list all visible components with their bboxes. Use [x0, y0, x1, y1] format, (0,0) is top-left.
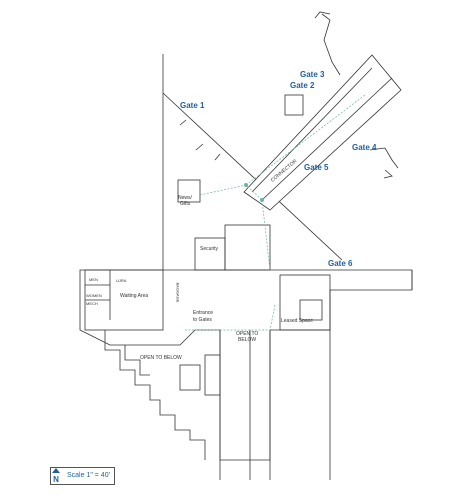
gate-6-label: Gate 6	[328, 259, 353, 268]
open-below-label-2: OPEN TO BELOW	[140, 355, 182, 361]
gate-5-label: Gate 5	[304, 163, 329, 172]
gate-1-label: Gate 1	[180, 101, 205, 110]
scale-text: Scale 1" = 40'	[67, 472, 110, 479]
gate-4-label: Gate 4	[352, 143, 377, 152]
entrance-label-line1: Entrance	[193, 310, 214, 316]
men-label: MEN	[89, 277, 98, 282]
north-arrow-icon: N	[52, 468, 60, 483]
open-below-label-1b: BELOW	[238, 337, 257, 343]
security-label: Security	[200, 246, 219, 252]
entrance-label-line2: to Gates	[193, 317, 212, 323]
leased-space-label: Leased Space	[281, 318, 313, 324]
news-label: News/	[178, 195, 192, 201]
open-below-label-1a: OPEN TO	[236, 331, 259, 337]
ujra-label: UJRA	[116, 278, 127, 283]
gifts-label: Gifts	[180, 201, 191, 207]
waiting-area-label: Waiting Area	[120, 293, 149, 299]
women-label: WOMEN	[86, 293, 102, 298]
gate-3-label: Gate 3	[300, 70, 325, 79]
scale-legend: N Scale 1" = 40'	[50, 467, 115, 485]
gate-2-label: Gate 2	[290, 81, 315, 90]
mech-label: MECH	[86, 301, 98, 306]
baggage-label: BAGGAGE	[175, 282, 181, 303]
north-letter: N	[53, 475, 59, 483]
